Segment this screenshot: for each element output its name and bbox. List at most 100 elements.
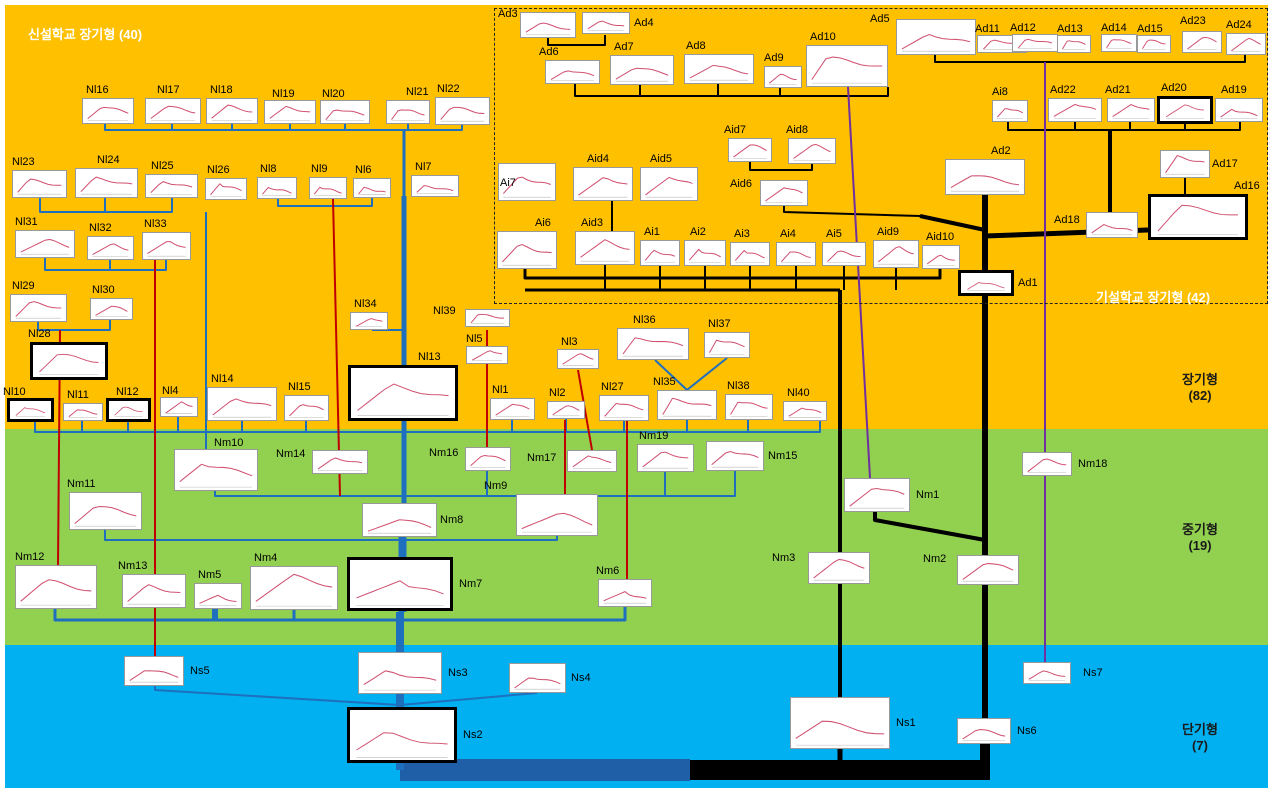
node-ad6-thumbnail[interactable] <box>545 60 600 84</box>
node-nl2-thumbnail[interactable] <box>547 401 585 419</box>
node-ad1-thumbnail[interactable] <box>958 270 1014 296</box>
node-ad10-thumbnail[interactable] <box>806 45 888 87</box>
node-ai6-thumbnail[interactable] <box>497 231 557 269</box>
node-nl36-thumbnail[interactable] <box>617 328 689 360</box>
node-nm19-thumbnail[interactable] <box>637 444 694 472</box>
node-nl34-thumbnail[interactable] <box>350 312 388 330</box>
node-nl39-thumbnail[interactable] <box>465 309 510 327</box>
node-ad12-thumbnail[interactable] <box>1012 34 1058 52</box>
node-nm1-thumbnail[interactable] <box>844 478 910 512</box>
node-nm13-thumbnail[interactable] <box>122 574 186 608</box>
node-nl15-thumbnail[interactable] <box>284 395 329 421</box>
node-nl7-thumbnail[interactable] <box>411 175 459 197</box>
node-aid10-thumbnail[interactable] <box>922 245 960 269</box>
node-nm11-thumbnail[interactable] <box>69 492 142 530</box>
node-ad4-thumbnail[interactable] <box>582 12 630 34</box>
node-nm9-thumbnail[interactable] <box>516 494 598 536</box>
node-aid8-thumbnail[interactable] <box>788 138 836 164</box>
node-nm18-thumbnail[interactable] <box>1022 452 1072 476</box>
node-ai4-thumbnail[interactable] <box>776 242 816 266</box>
node-nm3-thumbnail[interactable] <box>808 552 870 584</box>
node-nl22-thumbnail[interactable] <box>435 97 490 125</box>
node-ns3-thumbnail[interactable] <box>358 652 442 694</box>
node-nm4-thumbnail[interactable] <box>250 566 338 610</box>
node-nm2-thumbnail[interactable] <box>957 555 1019 585</box>
node-ai5-thumbnail[interactable] <box>822 242 866 266</box>
node-ad19-thumbnail[interactable] <box>1215 98 1263 122</box>
node-nl9-thumbnail[interactable] <box>309 177 347 199</box>
node-ad23-thumbnail[interactable] <box>1182 31 1222 53</box>
node-nm12-thumbnail[interactable] <box>15 565 97 609</box>
node-ai8-thumbnail[interactable] <box>992 100 1028 122</box>
node-nl30-thumbnail[interactable] <box>90 298 133 320</box>
node-ai2-thumbnail[interactable] <box>684 240 726 266</box>
node-ad8-thumbnail[interactable] <box>684 54 754 84</box>
node-nl12-thumbnail[interactable] <box>106 398 151 422</box>
node-nl21-thumbnail[interactable] <box>386 100 430 124</box>
node-ad16-thumbnail[interactable] <box>1148 194 1248 240</box>
node-nl31-thumbnail[interactable] <box>15 230 75 258</box>
node-nl17-thumbnail[interactable] <box>145 98 201 124</box>
node-nm7-thumbnail[interactable] <box>347 557 453 611</box>
node-aid7-thumbnail[interactable] <box>728 138 772 162</box>
node-ns2-thumbnail[interactable] <box>347 707 457 763</box>
node-nl11-thumbnail[interactable] <box>63 403 103 421</box>
node-ad2-thumbnail[interactable] <box>945 159 1025 195</box>
node-nl14-thumbnail[interactable] <box>207 387 277 421</box>
node-nl25-thumbnail[interactable] <box>145 174 198 198</box>
node-aid4-thumbnail[interactable] <box>573 167 633 201</box>
node-nl6-thumbnail[interactable] <box>353 178 391 198</box>
node-aid6-thumbnail[interactable] <box>760 180 808 206</box>
node-nl33-thumbnail[interactable] <box>142 232 191 260</box>
node-nm15-thumbnail[interactable] <box>706 441 764 471</box>
node-ai7-thumbnail[interactable] <box>498 163 556 201</box>
node-nl35-thumbnail[interactable] <box>657 390 717 420</box>
node-nl40-thumbnail[interactable] <box>783 401 827 421</box>
node-nl3-thumbnail[interactable] <box>557 349 599 369</box>
node-nl18-thumbnail[interactable] <box>206 98 258 124</box>
node-nl29-thumbnail[interactable] <box>10 294 67 322</box>
node-nl20-thumbnail[interactable] <box>320 100 370 124</box>
node-ad7-thumbnail[interactable] <box>610 55 674 85</box>
node-nl27-thumbnail[interactable] <box>599 395 649 421</box>
node-nl38-thumbnail[interactable] <box>725 394 773 420</box>
node-nm5-thumbnail[interactable] <box>194 583 242 609</box>
node-ad5-thumbnail[interactable] <box>896 19 976 55</box>
node-nl23-thumbnail[interactable] <box>12 170 67 198</box>
node-nl8-thumbnail[interactable] <box>257 177 297 199</box>
node-ad18-thumbnail[interactable] <box>1086 212 1138 238</box>
node-nl4-thumbnail[interactable] <box>160 397 198 417</box>
node-nl1-thumbnail[interactable] <box>490 398 535 420</box>
node-nl26-thumbnail[interactable] <box>205 178 247 200</box>
node-ad15-thumbnail[interactable] <box>1137 35 1171 53</box>
node-nl24-thumbnail[interactable] <box>75 168 138 198</box>
node-ad21-thumbnail[interactable] <box>1107 98 1155 122</box>
node-ad22-thumbnail[interactable] <box>1048 98 1102 122</box>
node-nm6-thumbnail[interactable] <box>598 579 652 607</box>
node-nm8-thumbnail[interactable] <box>362 503 437 537</box>
node-aid5-thumbnail[interactable] <box>640 167 698 201</box>
node-ns1-thumbnail[interactable] <box>790 697 890 749</box>
node-ad9-thumbnail[interactable] <box>764 66 802 88</box>
node-ns6-thumbnail[interactable] <box>957 718 1011 744</box>
node-nl16-thumbnail[interactable] <box>82 98 134 124</box>
node-ns7-thumbnail[interactable] <box>1023 662 1071 684</box>
node-nl28-thumbnail[interactable] <box>30 342 108 380</box>
node-ad24-thumbnail[interactable] <box>1226 33 1266 55</box>
node-nm10-thumbnail[interactable] <box>174 449 258 491</box>
node-nm14-thumbnail[interactable] <box>312 450 368 474</box>
node-ai1-thumbnail[interactable] <box>640 240 680 266</box>
node-aid3-thumbnail[interactable] <box>575 231 635 265</box>
node-ns5-thumbnail[interactable] <box>124 656 184 686</box>
node-nl10-thumbnail[interactable] <box>7 398 54 422</box>
node-ns4-thumbnail[interactable] <box>509 663 566 693</box>
node-ai3-thumbnail[interactable] <box>730 242 770 266</box>
node-aid9-thumbnail[interactable] <box>873 240 919 268</box>
node-nl13-thumbnail[interactable] <box>348 365 458 421</box>
node-ad20-thumbnail[interactable] <box>1157 96 1213 124</box>
node-ad14-thumbnail[interactable] <box>1101 34 1137 52</box>
node-ad17-thumbnail[interactable] <box>1160 150 1210 178</box>
node-nl5-thumbnail[interactable] <box>466 346 508 364</box>
node-nm17-thumbnail[interactable] <box>567 450 617 472</box>
node-nl37-thumbnail[interactable] <box>704 332 750 358</box>
